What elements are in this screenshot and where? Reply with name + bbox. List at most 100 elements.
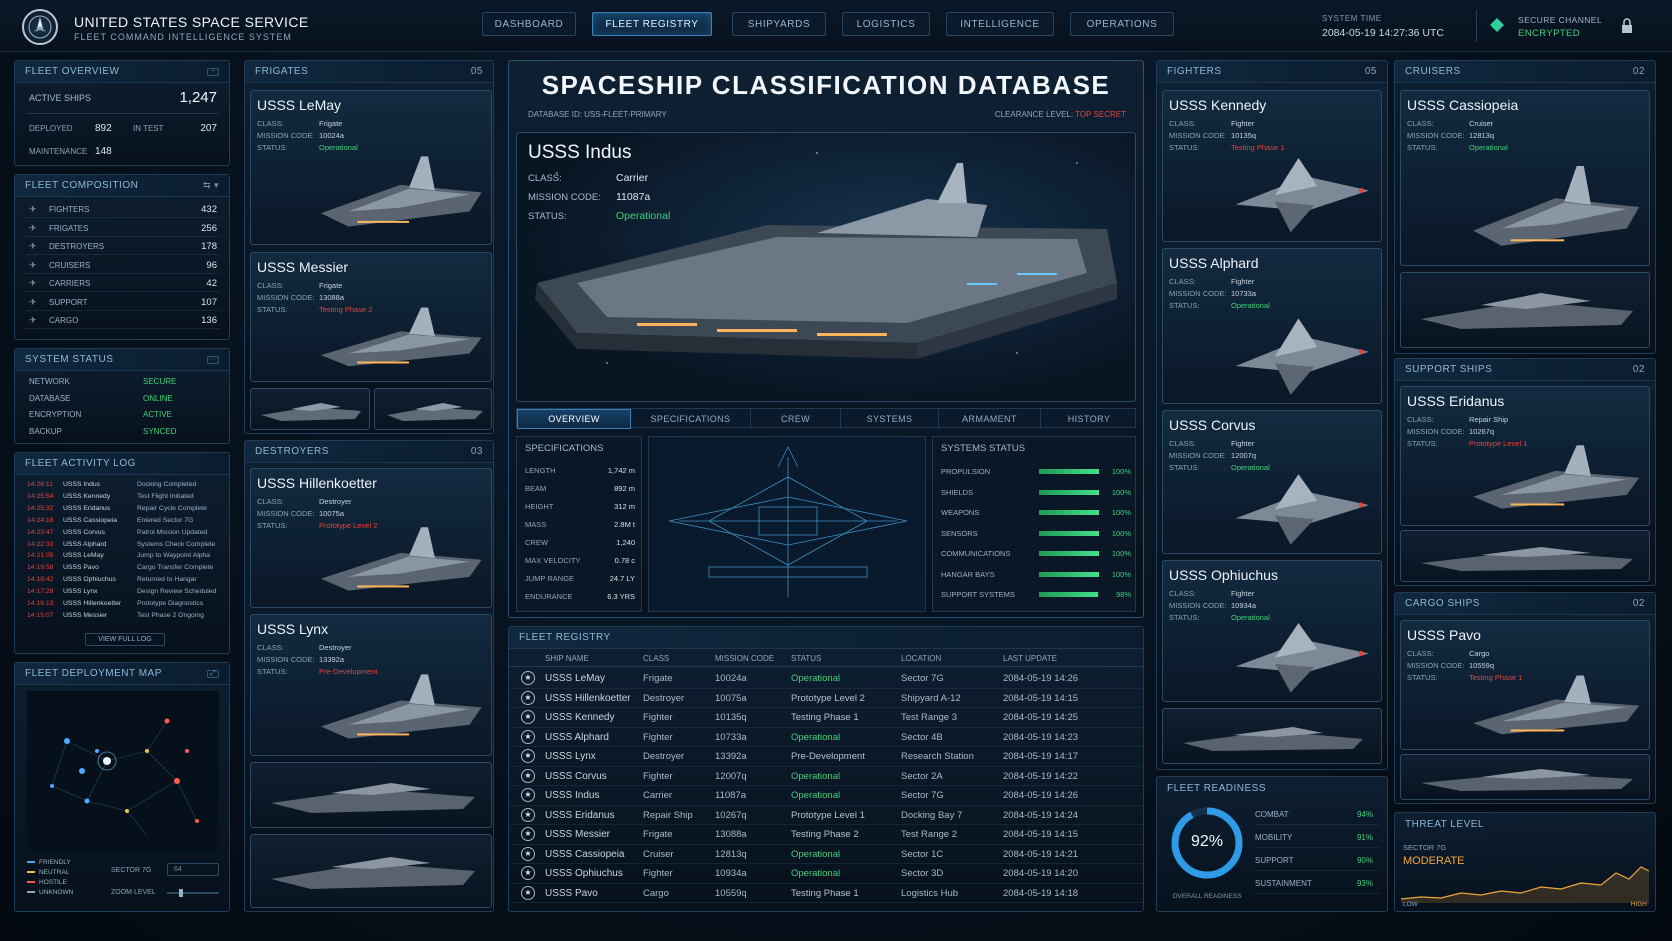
ship-thumb[interactable]: [1400, 530, 1650, 582]
log-ship: USSS Alphard: [63, 540, 107, 548]
ship-mission-code-row: MISSION CODE:13392a: [257, 655, 344, 664]
system-level-bar: [1039, 551, 1099, 556]
log-ship: USSS Messier: [63, 611, 108, 619]
ship-mission-code-row: MISSION CODE:10075a: [257, 509, 344, 518]
system-level-fill: [1039, 510, 1099, 515]
sector-input[interactable]: 64: [167, 863, 219, 876]
tab-history[interactable]: HISTORY: [1067, 414, 1111, 424]
ship-thumb[interactable]: [1400, 272, 1650, 348]
ship-emblem-icon: ★: [521, 690, 535, 705]
blueprint-view[interactable]: [648, 436, 926, 612]
ship-thumb[interactable]: [250, 388, 370, 430]
spec-value: 1,240: [616, 538, 635, 547]
ship-thumb[interactable]: [250, 762, 492, 828]
registry-cell: 2084-05-19 14:26: [1003, 673, 1079, 684]
nav-intelligence[interactable]: INTELLIGENCE: [946, 12, 1054, 36]
expand-icon[interactable]: ⤢: [207, 669, 219, 678]
registry-column-header[interactable]: CLASS: [643, 654, 670, 663]
tab-overview[interactable]: OVERVIEW: [517, 409, 631, 429]
tab-armament[interactable]: ARMAMENT: [939, 409, 1041, 429]
nav-operations[interactable]: OPERATIONS: [1070, 12, 1174, 36]
tab-specifications[interactable]: SPECIFICATIONS: [631, 409, 751, 429]
clearance-value: TOP SECRET: [1075, 110, 1126, 119]
view-full-log-button[interactable]: VIEW FULL LOG: [85, 633, 165, 646]
nav-shipyards[interactable]: SHIPYARDS: [732, 12, 826, 36]
collapse-icon[interactable]: −: [207, 67, 219, 76]
registry-column-header[interactable]: STATUS: [791, 654, 822, 663]
lock-icon[interactable]: [1620, 18, 1634, 34]
tab-systems[interactable]: SYSTEMS: [841, 409, 939, 429]
registry-column-header[interactable]: LAST UPDATE: [1003, 654, 1057, 663]
registry-cell: 10934a: [715, 868, 747, 879]
registry-column-header[interactable]: MISSION CODE: [715, 654, 775, 663]
ship-thumb[interactable]: [374, 388, 492, 430]
zoom-slider[interactable]: [167, 889, 219, 897]
registry-column-header[interactable]: LOCATION: [901, 654, 942, 663]
readiness-value-item: 90%: [1356, 856, 1373, 865]
ship-thumb[interactable]: [1400, 754, 1650, 800]
nav-fleet-registry[interactable]: FLEET REGISTRY: [592, 12, 712, 36]
db-id-key: DATABASE ID:: [528, 110, 582, 119]
blueprint-illustration: [668, 446, 908, 597]
nav-dashboard[interactable]: DASHBOARD: [482, 12, 576, 36]
registry-cell: Sector 2A: [901, 770, 943, 782]
ship-mission-code-value: 10135q: [1231, 131, 1257, 140]
registry-cell: Fighter: [643, 868, 673, 879]
featured-ship-view[interactable]: [516, 132, 1136, 402]
fleet-registry-title: FLEET REGISTRY: [519, 632, 611, 643]
tab-crew[interactable]: CREW: [751, 409, 841, 429]
ship-emblem-icon: ★: [521, 788, 535, 802]
menu-icon[interactable]: ···: [207, 355, 219, 364]
ship-thumb[interactable]: [250, 834, 492, 908]
ship-mission-code-value: 10934a: [1231, 601, 1257, 610]
nav-logistics[interactable]: LOGISTICS: [842, 12, 930, 36]
registry-column-header[interactable]: SHIP NAME: [545, 654, 589, 663]
log-ship: USSS Eridanus: [63, 504, 111, 512]
ship-thumb[interactable]: [1162, 708, 1382, 764]
filter-icon[interactable]: ⇆ ▾: [202, 180, 219, 190]
star-map[interactable]: [27, 691, 219, 851]
